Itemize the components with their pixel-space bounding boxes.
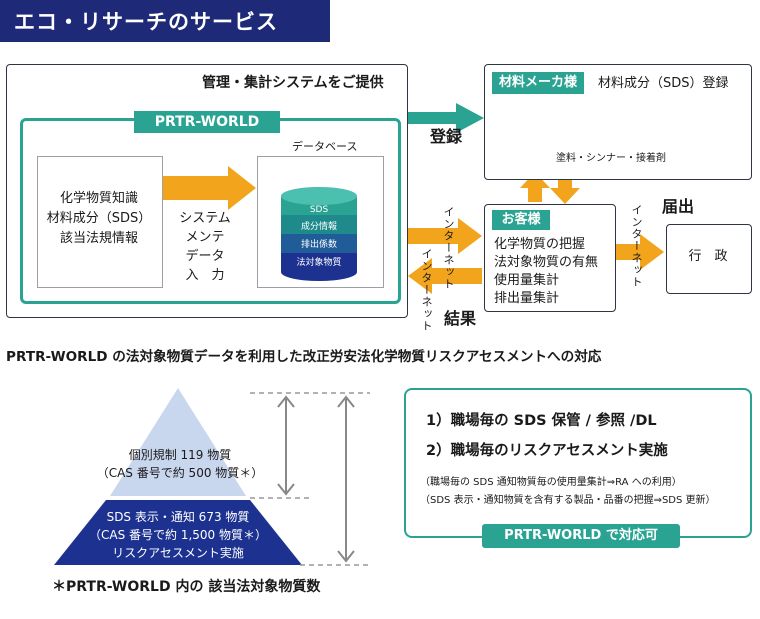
result-internet-label: インターネット xyxy=(420,248,433,332)
internet-in-arrow xyxy=(408,218,482,254)
service-item-2: 2）職場毎のリスクアセスメント実施 xyxy=(426,443,668,459)
services-badge: PRTR-WORLD で対応可 xyxy=(482,524,680,548)
pyramid-lower-line-2: （CAS 番号で約 1,500 物質＊） xyxy=(88,528,267,542)
header-bar xyxy=(0,0,330,42)
arrow-to-database xyxy=(163,166,256,210)
internet-in-label: インターネット xyxy=(442,206,455,290)
pyramid-footnote: ＊PRTR-WORLD 内の 該当法対象物質数 xyxy=(52,579,321,595)
submit-arrow xyxy=(616,234,664,270)
maintenance-line-4: 入 力 xyxy=(185,268,225,283)
register-label: 登録 xyxy=(430,127,463,146)
government-box xyxy=(666,224,752,294)
pyramid-lower-line-3: リスクアセスメント実施 xyxy=(112,546,244,560)
supplier-title: 材料成分（SDS）登録 xyxy=(598,76,729,91)
customer-label: お客様 xyxy=(492,210,550,230)
supplier-label: 材料メーカ様 xyxy=(492,72,584,94)
supplier-products: 塗料・シンナー・接着剤 xyxy=(556,153,666,164)
result-arrow xyxy=(408,258,482,294)
customer-task-1: 化学物質の把握 xyxy=(494,237,586,252)
section-subtitle: PRTR-WORLD の法対象物質データを利用した改正労安法化学物質リスクアセス… xyxy=(6,349,602,365)
pyramid-upper-line-2: （CAS 番号で約 500 物質＊） xyxy=(96,466,264,480)
up-arrow xyxy=(520,172,550,202)
customer-task-3: 使用量集計 xyxy=(494,273,560,288)
range-arrow-upper xyxy=(277,395,295,496)
register-arrow xyxy=(408,103,484,133)
maintenance-line-2: メンテ xyxy=(185,230,225,245)
maintenance-line-1: システム xyxy=(179,211,231,226)
knowledge-item-3: 該当法規情報 xyxy=(59,231,138,246)
page-title: エコ・リサーチのサービス xyxy=(14,10,278,34)
db-layer-2: 成分情報 xyxy=(300,222,337,232)
result-label: 結果 xyxy=(444,309,477,328)
maintenance-line-3: データ xyxy=(185,249,225,264)
pyramid-upper-line-1: 個別規制 119 物質 xyxy=(128,448,232,462)
pyramid-top xyxy=(110,388,246,496)
management-system-caption: 管理・集計システムをご提供 xyxy=(202,75,384,91)
knowledge-box xyxy=(37,156,163,288)
service-note-1: （職場毎の SDS 通知物質毎の使用量集計⇒RA への利用） xyxy=(420,477,682,488)
internet-gov-label: インターネット xyxy=(630,204,643,288)
government-label: 行 政 xyxy=(688,249,728,264)
customer-task-2: 法対象物質の有無 xyxy=(494,255,599,270)
service-item-1: 1）職場毎の SDS 保管 / 参照 /DL xyxy=(426,413,657,429)
service-note-2: （SDS 表示・通知物質を含有する製品・品番の把握⇒SDS 更新） xyxy=(420,495,716,506)
pyramid-lower-line-1: SDS 表示・通知 673 物質 xyxy=(106,510,250,524)
knowledge-item-2: 材料成分（SDS） xyxy=(46,211,152,226)
range-arrow-full xyxy=(337,395,355,563)
db-layer-1: SDS xyxy=(309,205,329,215)
pyramid-bottom xyxy=(54,500,302,565)
db-layer-4: 法対象物質 xyxy=(296,258,342,268)
knowledge-item-1: 化学物質知識 xyxy=(59,191,138,206)
prtr-world-label: PRTR-WORLD xyxy=(134,111,280,133)
database-cylinder-icon xyxy=(281,187,357,281)
submit-label: 届出 xyxy=(662,197,695,216)
down-arrow xyxy=(550,174,580,204)
customer-task-4: 排出量集計 xyxy=(494,291,560,306)
services-box xyxy=(404,388,752,538)
db-layer-3: 排出係数 xyxy=(300,240,337,250)
database-label: データベース xyxy=(292,140,358,153)
